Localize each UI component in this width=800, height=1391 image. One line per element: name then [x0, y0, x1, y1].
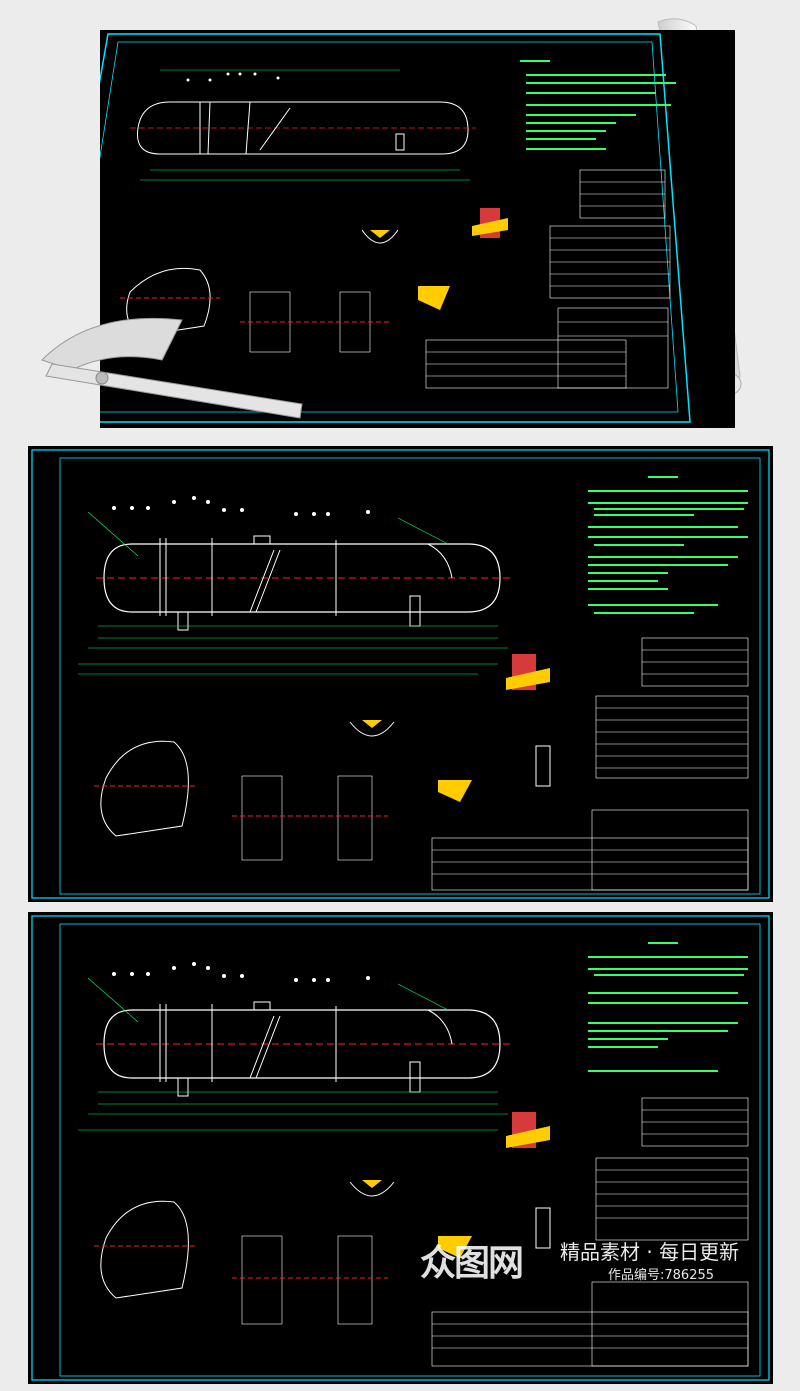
watermark-id: 作品编号:786255	[608, 1268, 715, 1283]
watermark: 众图网 精品素材 · 每日更新 作品编号:786255	[420, 1228, 790, 1298]
drawing-panel-front	[28, 446, 773, 902]
protractor-ruler-icon	[41, 317, 303, 419]
tank-drawing-2	[31, 449, 770, 899]
tank-drawing-1	[100, 33, 691, 423]
tank-drawing-3	[31, 915, 770, 1381]
drawing-panel-perspective	[100, 30, 735, 428]
watermark-logo: 众图网	[420, 1243, 524, 1284]
watermark-slogan: 精品素材 · 每日更新	[560, 1240, 740, 1264]
drawing-panel-front-duplicate	[28, 912, 773, 1384]
